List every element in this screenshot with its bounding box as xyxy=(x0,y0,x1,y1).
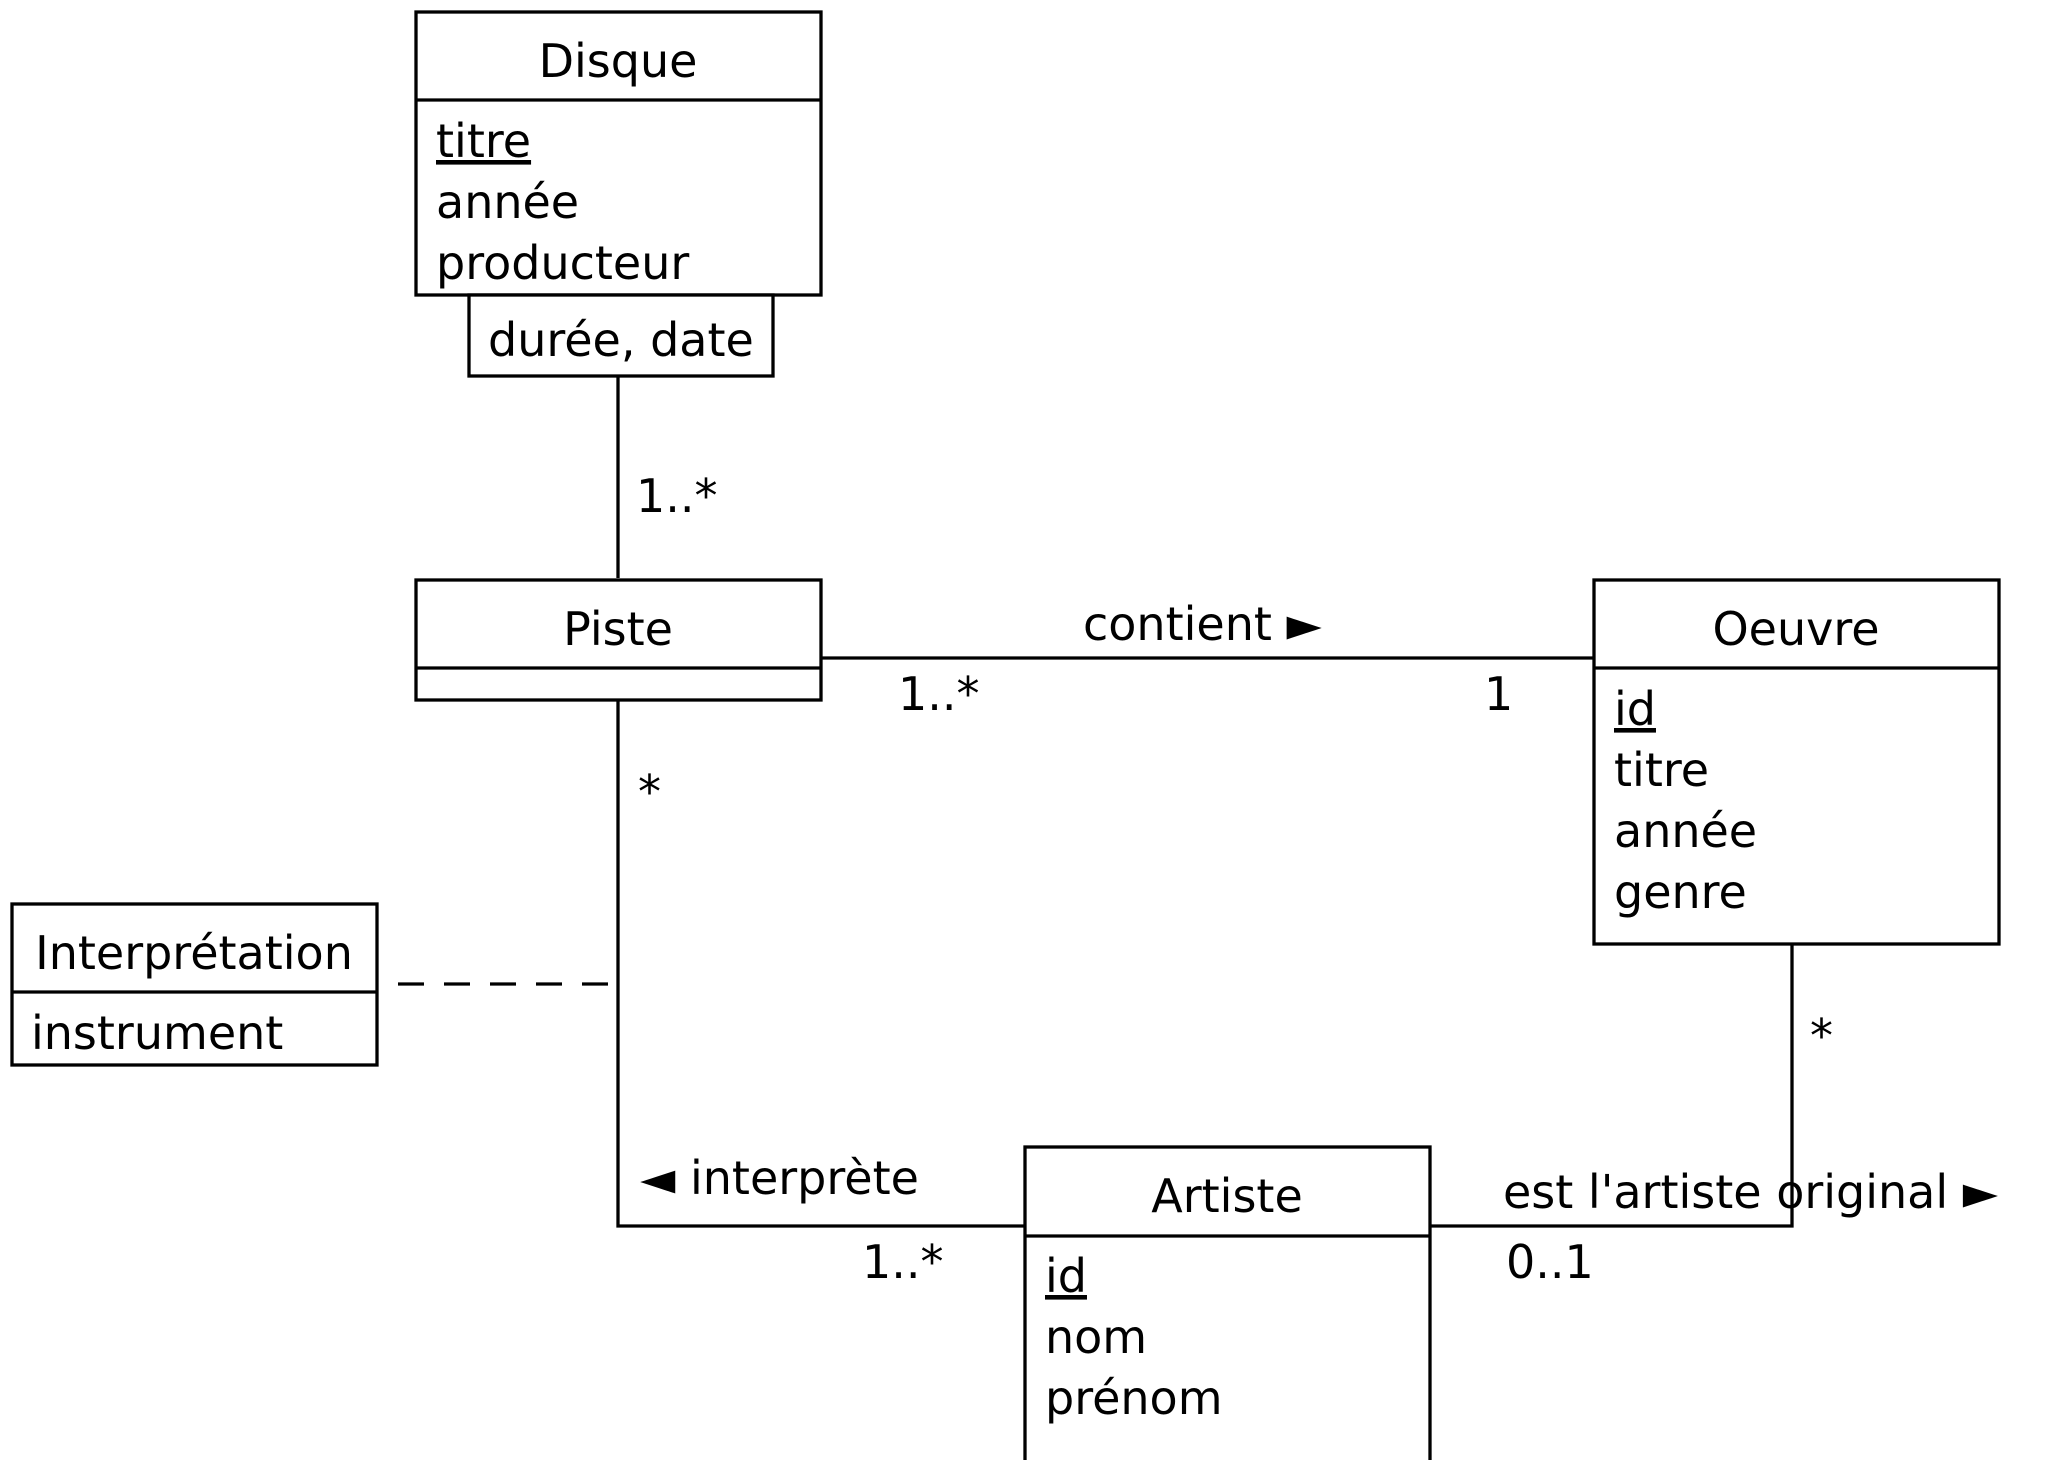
association-label-artiste-original: est l'artiste original ► xyxy=(1503,1165,1999,1219)
class-oeuvre-attr-titre: titre xyxy=(1614,743,1709,797)
multiplicity-interprete-artiste: 1..* xyxy=(862,1235,944,1289)
class-interpretation-name: Interprétation xyxy=(35,926,353,980)
class-artiste-box xyxy=(1023,1145,1432,1460)
class-artiste-attr-prenom: prénom xyxy=(1045,1371,1223,1425)
association-label-interprete: ◄ interprète xyxy=(640,1151,919,1205)
class-oeuvre: Oeuvre id titre année genre xyxy=(1592,578,2001,946)
interprete-edge xyxy=(616,700,1024,1228)
multiplicity-disque-piste: 1..* xyxy=(636,469,718,523)
class-disque-name: Disque xyxy=(539,34,698,88)
class-interpretation-attr-instrument: instrument xyxy=(31,1006,283,1060)
class-disque-box xyxy=(414,10,823,297)
multiplicity-artiste-original-artiste: 0..1 xyxy=(1506,1235,1594,1289)
qualifier-label: durée, date xyxy=(488,313,754,367)
multiplicity-contient-piste: 1..* xyxy=(898,667,980,721)
multiplicity-artiste-original-oeuvre: * xyxy=(1810,1009,1833,1063)
class-disque: Disque titre année producteur xyxy=(414,10,823,297)
class-piste-name: Piste xyxy=(563,602,673,656)
class-disque-attr-producteur: producteur xyxy=(436,236,689,290)
association-label-contient: contient ► xyxy=(1083,597,1323,651)
artiste-original-edge xyxy=(1428,942,1794,1228)
class-piste: Piste xyxy=(414,578,823,702)
class-oeuvre-attr-genre: genre xyxy=(1614,865,1747,919)
class-artiste-attr-id: id xyxy=(1045,1249,1087,1303)
class-piste-box xyxy=(414,578,823,702)
class-artiste-name: Artiste xyxy=(1151,1169,1303,1223)
qualifier-duree-date: durée, date xyxy=(467,293,775,378)
multiplicity-contient-oeuvre: 1 xyxy=(1484,667,1513,721)
class-interpretation: Interprétation instrument xyxy=(10,902,379,1067)
class-disque-attr-annee: année xyxy=(436,175,579,229)
class-disque-attr-titre: titre xyxy=(436,114,531,168)
class-oeuvre-attr-id: id xyxy=(1614,682,1656,736)
class-oeuvre-attr-annee: année xyxy=(1614,804,1757,858)
class-artiste-attr-nom: nom xyxy=(1045,1310,1147,1364)
qualifier-box xyxy=(467,293,775,378)
class-oeuvre-box xyxy=(1592,578,2001,946)
class-artiste: Artiste id nom prénom xyxy=(1023,1145,1432,1460)
class-oeuvre-name: Oeuvre xyxy=(1712,602,1879,656)
class-interpretation-box xyxy=(10,902,379,1067)
multiplicity-interprete-piste: * xyxy=(638,765,661,819)
